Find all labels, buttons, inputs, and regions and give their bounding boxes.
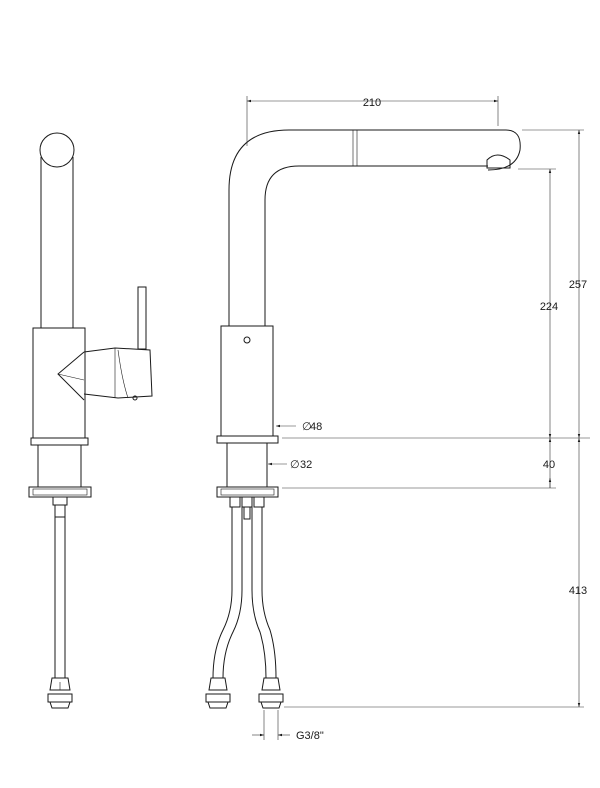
dim-label-base-diameter: 32 <box>300 459 312 471</box>
side-lever-hub <box>83 347 153 399</box>
front-spout-inner <box>264 165 488 326</box>
front-nut <box>216 486 279 498</box>
front-spout-outer <box>228 129 521 326</box>
front-base-flange <box>216 435 279 444</box>
side-shank <box>37 444 82 488</box>
side-view <box>28 132 153 709</box>
side-body <box>32 327 86 439</box>
front-hose-right <box>251 507 267 679</box>
dim-label-reach: 210 <box>363 97 381 109</box>
front-view <box>205 129 521 709</box>
dim-label-total-height: 257 <box>569 279 587 291</box>
side-base-flange <box>30 437 89 446</box>
side-nut <box>28 486 92 498</box>
dim-label-hose-length: 413 <box>569 585 587 597</box>
diameter-symbol-base: ∅ <box>290 459 300 471</box>
front-hose-left <box>212 507 233 679</box>
front-shank <box>226 442 268 488</box>
dim-label-deck-thickness: 40 <box>543 459 555 471</box>
front-indicator-dot <box>243 336 251 344</box>
front-aerator <box>486 154 511 169</box>
dim-label-spout-height: 224 <box>540 301 558 313</box>
side-body-wedge <box>57 351 85 401</box>
diameter-symbol-body: ∅ <box>302 421 312 433</box>
side-spout-ball <box>39 132 75 168</box>
dimension-lines <box>246 96 590 740</box>
dim-label-body-diameter: 48 <box>310 421 322 433</box>
dim-label-thread: G3/8" <box>296 730 324 742</box>
side-lever-rod <box>137 286 147 350</box>
